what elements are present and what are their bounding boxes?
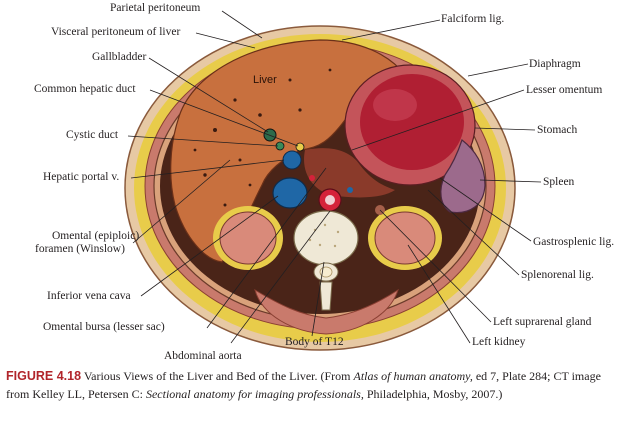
liver-cross-section-diagram bbox=[124, 10, 542, 351]
inferior-vena-cava bbox=[272, 177, 308, 209]
crus-vessel bbox=[309, 175, 315, 181]
vertebral-body-t12 bbox=[293, 210, 359, 266]
figure-number: FIGURE 4.18 bbox=[6, 369, 82, 383]
label-lesser-omentum: Lesser omentum bbox=[526, 84, 603, 96]
label-stomach: Stomach bbox=[537, 124, 578, 136]
stomach-highlight bbox=[373, 89, 417, 121]
label-left-kidney: Left kidney bbox=[472, 336, 526, 348]
label-diaphragm: Diaphragm bbox=[529, 58, 581, 70]
leader-lines bbox=[127, 10, 542, 344]
label-liver: Liver bbox=[253, 74, 277, 86]
caption-text-2: ed 7, Plate 284; CT image from Kelley LL… bbox=[6, 369, 601, 401]
label-spleen: Spleen bbox=[543, 176, 575, 188]
label-omental-bursa: Omental bursa (lesser sac) bbox=[43, 321, 165, 333]
aorta-lumen bbox=[325, 195, 335, 205]
caption-italic-2: Sectional anatomy for imaging profession… bbox=[145, 387, 364, 401]
caption-text-3: Philadelphia, Mosby, 2007.) bbox=[363, 387, 503, 401]
label-common-hepatic-duct: Common hepatic duct bbox=[34, 83, 136, 95]
label-cystic-duct: Cystic duct bbox=[66, 129, 119, 141]
right-kidney-tissue bbox=[219, 211, 277, 265]
caption-italic-1: Atlas of human anatomy, bbox=[353, 369, 473, 383]
label-gallbladder: Gallbladder bbox=[92, 51, 147, 63]
hepatic-portal-vein bbox=[282, 150, 302, 170]
label-abdominal-aorta: Abdominal aorta bbox=[164, 350, 242, 362]
spleen bbox=[440, 139, 486, 214]
label-body-of-t12: Body of T12 bbox=[285, 336, 344, 348]
label-parietal-peritoneum: Parietal peritoneum bbox=[110, 2, 201, 14]
label-hepatic-portal-vein: Hepatic portal v. bbox=[43, 171, 120, 183]
back-muscles bbox=[254, 288, 399, 335]
label-falciform-ligament: Falciform lig. bbox=[441, 13, 505, 25]
caption-text-1: Various Views of the Liver and Bed of th… bbox=[81, 369, 354, 383]
label-inferior-vena-cava: Inferior vena cava bbox=[47, 290, 131, 302]
label-gastrosplenic-ligament: Gastrosplenic lig. bbox=[533, 236, 615, 248]
spinous-process bbox=[319, 281, 333, 311]
omental-bursa-region bbox=[304, 148, 395, 198]
figure-caption: FIGURE 4.18 Various Views of the Liver a… bbox=[6, 367, 618, 403]
common-hepatic-duct bbox=[295, 142, 305, 152]
label-splenorenal-ligament: Splenorenal lig. bbox=[521, 269, 594, 281]
azygos-vessel bbox=[347, 187, 353, 193]
stomach-lumen bbox=[360, 74, 464, 170]
label-omental-foramen-line1: Omental (epiploic) bbox=[52, 230, 140, 242]
label-visceral-peritoneum-of-liver: Visceral peritoneum of liver bbox=[51, 26, 181, 38]
label-left-suprarenal-gland: Left suprarenal gland bbox=[493, 316, 592, 328]
label-omental-foramen-line2: foramen (Winslow) bbox=[35, 243, 125, 255]
left-kidney-tissue bbox=[374, 211, 436, 265]
